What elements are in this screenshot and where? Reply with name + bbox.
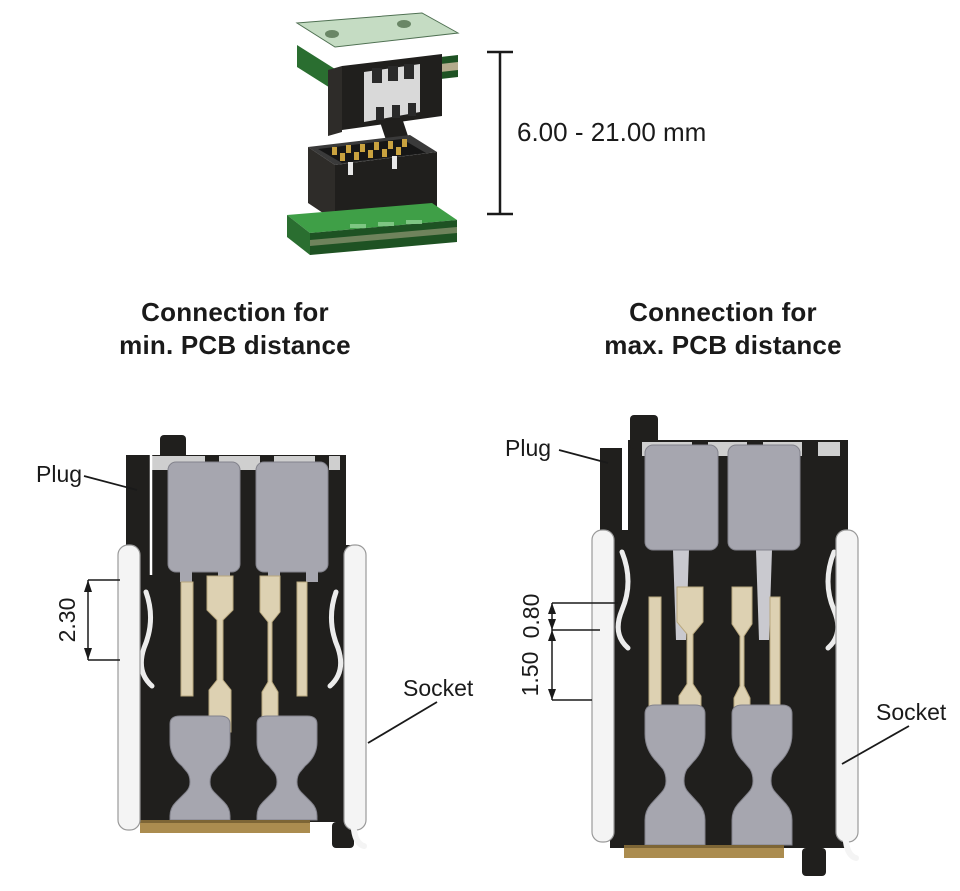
max-section-housing: [600, 415, 848, 848]
max-distance-heading-line2: max. PCB distance: [604, 330, 842, 360]
plug-pcb-top-face: [295, 12, 460, 48]
max-distance-heading-line1: Connection for: [629, 297, 817, 327]
plug-housing-tab: [392, 105, 400, 118]
min-section-plug-contacts: [167, 461, 329, 582]
socket-leader-line: [367, 701, 438, 744]
socket-front-face: [335, 152, 437, 221]
plug-contact-tab: [306, 570, 318, 582]
max-plug-label: Plug: [505, 435, 552, 461]
plug-pcb-left-face: [297, 45, 335, 91]
max-socket-label: Socket: [876, 699, 947, 725]
pcb-distance-dimension: [487, 50, 513, 216]
plug-housing-side: [328, 66, 342, 136]
socket-contact-hourglass: [731, 704, 793, 846]
min-distance-heading-line2: min. PCB distance: [119, 330, 351, 360]
max-section-bottom: [624, 845, 826, 876]
plug-housing-tab: [408, 103, 416, 116]
min-socket-label: Socket: [403, 675, 474, 701]
plug-pcb-top-tint: [297, 13, 458, 47]
solder-strip: [140, 820, 310, 833]
solder-strip-shade: [140, 820, 310, 823]
spring-hook: [327, 589, 344, 689]
socket-foot: [802, 848, 826, 876]
socket-pcb-pad: [378, 222, 394, 226]
exploded-view-figure: [287, 12, 460, 255]
socket-pcb-left-face: [287, 215, 310, 255]
plug-pcb-hole: [325, 30, 339, 38]
min-distance-heading-line1: Connection for: [141, 297, 329, 327]
plug-top-bump: [630, 415, 658, 449]
min-section-pins: [180, 575, 308, 733]
socket-pcb-top-face: [287, 203, 457, 233]
max-section-plug-contacts: [644, 444, 801, 640]
pcb-distance-dimension-label: 6.00 - 21.00 mm: [517, 117, 707, 147]
plug-side-wall: [600, 448, 622, 532]
center-pin: [206, 575, 234, 733]
plug-housing-tab: [404, 64, 414, 79]
socket-pcb-pad: [350, 224, 366, 228]
min-distance-heading: Connection for min. PCB distance: [100, 296, 370, 362]
socket-contact-hourglass: [644, 704, 706, 846]
plug-housing-tab: [388, 66, 398, 81]
clip-hook: [843, 839, 859, 861]
plug-contact-tab: [180, 570, 192, 582]
min-overlap-dimension-label: 2.30: [53, 597, 80, 643]
socket-contact-hourglass: [256, 715, 318, 821]
plug-pcb-hole: [397, 20, 411, 28]
socket-contact-hourglass: [169, 715, 231, 821]
clip-hook: [351, 827, 367, 849]
plug-contact-block: [167, 461, 241, 573]
socket-left-face: [308, 147, 335, 221]
spring-hook: [615, 549, 631, 651]
spring-hook: [138, 589, 155, 689]
pin-side-column: [296, 581, 308, 697]
plug-contact-block: [255, 461, 329, 573]
socket-solder-tab: [392, 156, 397, 169]
min-plug-label: Plug: [36, 461, 83, 487]
max-distance-heading: Connection for max. PCB distance: [588, 296, 858, 362]
plug-housing-tab: [372, 68, 382, 83]
solder-clip-left: [591, 529, 615, 843]
solder-clip-right: [835, 529, 859, 843]
max-section-clips: [591, 529, 859, 861]
plug-contact-block: [644, 444, 719, 551]
socket-gold-pins: [332, 139, 407, 161]
solder-strip: [624, 845, 784, 858]
socket-pcb-front-stripe: [310, 227, 457, 246]
plug-top-tab: [802, 440, 818, 459]
plug-contact-block: [727, 444, 801, 551]
max-distance-cross-section: [591, 415, 859, 876]
socket-body: [128, 545, 352, 822]
socket-housing: [308, 118, 437, 221]
solder-clip-left: [117, 544, 141, 831]
plug-contact-stem: [756, 550, 772, 640]
pin-side-column: [180, 581, 194, 697]
socket-solder-tab: [348, 162, 353, 175]
min-section-socket-contacts: [169, 715, 318, 821]
solder-strip-shade: [624, 845, 784, 848]
socket-latch: [380, 118, 408, 140]
socket-pcb: [287, 203, 457, 255]
pin-side-column: [648, 596, 662, 710]
solder-clip-right: [343, 544, 367, 831]
socket-pcb-pad: [406, 220, 422, 224]
min-section-clips: [117, 544, 367, 849]
max-section-socket-contacts: [644, 704, 793, 846]
max-section-pins: [648, 586, 781, 723]
spring-hook: [825, 549, 841, 651]
min-section-bottom: [140, 820, 354, 848]
max-lower-dimension-label: 1.50: [516, 651, 543, 697]
socket-body: [610, 530, 848, 848]
max-upper-dimension-label: 0.80: [517, 593, 544, 639]
pin-side-column: [769, 596, 781, 710]
plug-housing-tab: [376, 107, 384, 120]
plug-housing: [328, 54, 442, 136]
min-distance-cross-section: [117, 435, 367, 849]
